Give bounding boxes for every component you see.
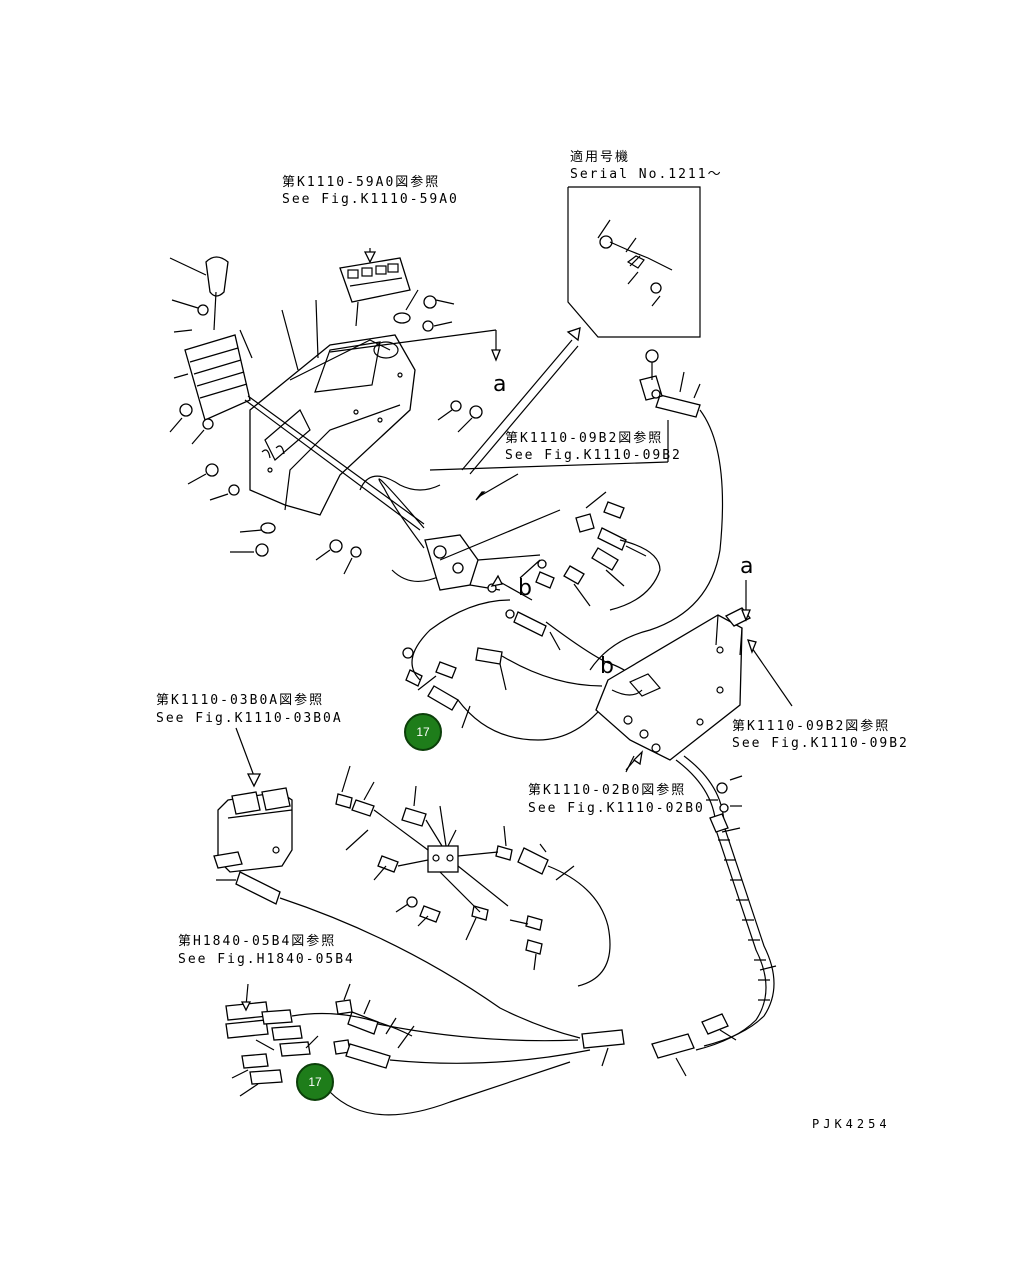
ppc-valve xyxy=(213,727,581,1039)
view-marker-b-mid: b xyxy=(518,576,532,601)
view-marker-a-top: a xyxy=(493,372,507,397)
detail-arrow xyxy=(461,327,581,475)
control-lever xyxy=(169,256,319,421)
callout-17-upper[interactable]: 17 xyxy=(404,713,442,751)
mounting-plate xyxy=(595,580,793,773)
ref-bracket-right-jp: 第K1110-09B2図参照 xyxy=(732,719,891,734)
pilot-bracket xyxy=(424,509,561,591)
hose-fittings-upper xyxy=(402,349,724,741)
ref-bracket-top-jp: 第K1110-09B2図参照 xyxy=(505,431,664,446)
ref-control-valve-jp: 第H1840-05B4図参照 xyxy=(178,934,337,949)
view-marker-a-right: a xyxy=(740,554,754,579)
reference-leaders xyxy=(329,329,669,771)
ref-monitor-en: See Fig.K1110-59A0 xyxy=(282,192,459,207)
ref-bracket-top-en: See Fig.K1110-09B2 xyxy=(505,448,682,463)
view-marker-b-right: b xyxy=(600,654,614,679)
console-housing xyxy=(249,334,416,516)
drawing-code: PJK4254 xyxy=(812,1117,891,1131)
serial-detail-box xyxy=(567,186,701,338)
serial-label-jp: 適用号機 xyxy=(570,150,631,165)
callout-17-lower[interactable]: 17 xyxy=(296,1063,334,1101)
ref-monitor-jp: 第K1110-59A0図参照 xyxy=(282,175,441,190)
control-valve-cluster xyxy=(225,983,591,1116)
ref-control-valve-en: See Fig.H1840-05B4 xyxy=(178,952,355,967)
coil-harness xyxy=(581,755,777,1077)
ref-valve-en: See Fig.K1110-03B0A xyxy=(156,711,343,726)
ref-plate-jp: 第K1110-02B0図参照 xyxy=(528,783,687,798)
bolts-washers-left xyxy=(169,289,483,575)
ref-plate-en: See Fig.K1110-02B0 xyxy=(528,801,705,816)
monitor-panel xyxy=(339,248,411,327)
serial-label-en: Serial No.1211～ xyxy=(570,167,723,182)
console-cable xyxy=(244,395,443,582)
junction-block xyxy=(335,765,611,987)
ref-valve-jp: 第K1110-03B0A図参照 xyxy=(156,693,325,708)
ref-bracket-right-en: See Fig.K1110-09B2 xyxy=(732,736,909,751)
